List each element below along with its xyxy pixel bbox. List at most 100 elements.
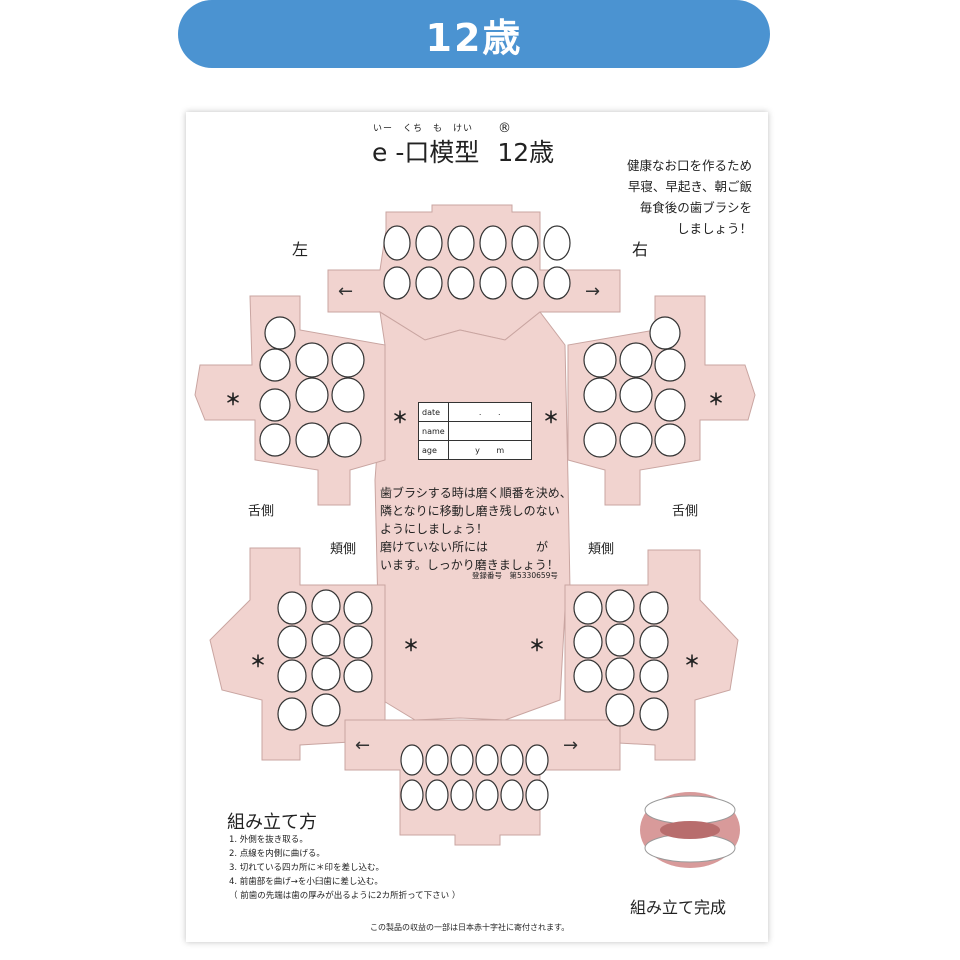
name-label: name bbox=[418, 421, 449, 441]
tooth-icon bbox=[654, 388, 686, 422]
tooth-icon bbox=[649, 316, 681, 350]
tooth-icon bbox=[525, 744, 549, 776]
tooth-icon bbox=[447, 266, 475, 300]
tooth-icon bbox=[475, 779, 499, 811]
tooth-icon bbox=[425, 744, 449, 776]
arrow-left-lower: ← bbox=[355, 735, 370, 756]
title-ruby: いー くち も けい bbox=[373, 124, 474, 134]
lingual-label-right: 舌側 bbox=[672, 504, 699, 519]
step: 4. 前歯部を曲げ→を小臼歯に差し込む。 bbox=[229, 877, 383, 887]
tooth-icon bbox=[479, 225, 507, 261]
date-field[interactable]: . . bbox=[447, 402, 532, 422]
title-age: 12歳 bbox=[497, 138, 555, 167]
tooth-icon bbox=[295, 422, 329, 458]
tooth-icon bbox=[264, 316, 296, 350]
tooth-icon bbox=[605, 589, 635, 623]
slogan-line: 毎食後の歯ブラシを bbox=[639, 200, 752, 215]
completed-label: 組み立て完成 bbox=[630, 898, 727, 917]
tooth-icon bbox=[583, 422, 617, 458]
tooth-icon bbox=[311, 623, 341, 657]
registered-mark: ® bbox=[498, 121, 511, 136]
age-field[interactable]: y m bbox=[447, 440, 532, 460]
tooth-icon bbox=[383, 225, 411, 261]
tooth-icon bbox=[331, 377, 365, 413]
registration-number: 登録番号 第5330659号 bbox=[472, 571, 558, 580]
tooth-icon bbox=[500, 744, 524, 776]
tooth-icon bbox=[583, 377, 617, 413]
left-label: 左 bbox=[292, 240, 309, 259]
star-mark: ＊ bbox=[684, 652, 701, 671]
star-mark: ＊ bbox=[225, 390, 242, 409]
tooth-icon bbox=[605, 657, 635, 691]
tooth-icon bbox=[400, 779, 424, 811]
message-line: 隣となりに移動し磨き残しのない bbox=[380, 504, 560, 518]
lingual-label-left: 舌側 bbox=[248, 504, 275, 519]
tooth-icon bbox=[277, 659, 307, 693]
tooth-icon bbox=[583, 342, 617, 378]
tooth-icon bbox=[343, 659, 373, 693]
tooth-icon bbox=[619, 342, 653, 378]
step: （ 前歯の先端は歯の厚みが出るように2カ所折って下さい ） bbox=[229, 891, 461, 901]
step: 1. 外側を抜き取る。 bbox=[229, 835, 308, 845]
tooth-icon bbox=[573, 659, 603, 693]
assembly-steps: 1. 外側を抜き取る。 2. 点線を内側に曲げる。 3. 切れている四カ所に＊印… bbox=[229, 833, 460, 903]
tooth-icon bbox=[619, 422, 653, 458]
tooth-icon bbox=[500, 779, 524, 811]
star-mark: ＊ bbox=[250, 652, 267, 671]
tooth-icon bbox=[311, 589, 341, 623]
tooth-icon bbox=[511, 225, 539, 261]
tooth-icon bbox=[259, 348, 291, 382]
slogan-line: 健康なお口を作るため bbox=[626, 158, 752, 173]
tooth-icon bbox=[479, 266, 507, 300]
date-label: date bbox=[418, 402, 449, 422]
tooth-icon bbox=[543, 225, 571, 261]
page-banner: 12歳 bbox=[178, 0, 770, 68]
tooth-icon bbox=[511, 266, 539, 300]
footer-note: この製品の収益の一部は日本赤十字社に寄付されます。 bbox=[370, 923, 570, 932]
tooth-icon bbox=[450, 744, 474, 776]
tooth-icon bbox=[415, 266, 443, 300]
tooth-icon bbox=[639, 659, 669, 693]
age-label: age bbox=[418, 440, 449, 460]
tooth-icon bbox=[605, 693, 635, 727]
tooth-icon bbox=[425, 779, 449, 811]
step: 2. 点線を内側に曲げる。 bbox=[229, 849, 325, 859]
star-mark: ＊ bbox=[403, 636, 420, 655]
star-mark: ＊ bbox=[392, 408, 409, 427]
tooth-icon bbox=[475, 744, 499, 776]
name-field[interactable] bbox=[447, 421, 532, 441]
tooth-icon bbox=[259, 423, 291, 457]
arrow-left-upper: ← bbox=[338, 281, 353, 302]
tooth-icon bbox=[415, 225, 443, 261]
sheet-title: e -口模型 12歳 bbox=[372, 133, 554, 169]
star-mark: ＊ bbox=[529, 636, 546, 655]
tooth-icon bbox=[383, 266, 411, 300]
tooth-icon bbox=[619, 377, 653, 413]
tooth-icon bbox=[343, 625, 373, 659]
tooth-icon bbox=[277, 591, 307, 625]
buccal-label-right: 頬側 bbox=[588, 542, 615, 557]
tooth-icon bbox=[573, 591, 603, 625]
brushing-message: 歯ブラシする時は磨く順番を決め、 隣となりに移動し磨き残しのない ようにしましょ… bbox=[380, 484, 572, 574]
tooth-icon bbox=[654, 348, 686, 382]
message-line: います。しっかり磨きましょう！ bbox=[380, 558, 559, 572]
tooth-icon bbox=[331, 342, 365, 378]
tooth-icon bbox=[654, 423, 686, 457]
message-line: 歯ブラシする時は磨く順番を決め、 bbox=[380, 486, 572, 500]
step: 3. 切れている四カ所に＊印を差し込む。 bbox=[229, 863, 385, 873]
tooth-icon bbox=[639, 697, 669, 731]
tooth-icon bbox=[328, 422, 362, 458]
slogan: 健康なお口を作るため 早寝、早起き、朝ご飯 毎食後の歯ブラシを しましょう！ bbox=[627, 155, 752, 239]
tooth-icon bbox=[525, 779, 549, 811]
star-mark: ＊ bbox=[708, 390, 725, 409]
banner-title: 12歳 bbox=[425, 15, 523, 60]
tooth-icon bbox=[639, 625, 669, 659]
tooth-icon bbox=[343, 591, 373, 625]
star-mark: ＊ bbox=[543, 408, 560, 427]
tooth-icon bbox=[573, 625, 603, 659]
title-text: e -口模型 bbox=[372, 138, 480, 167]
tooth-icon bbox=[295, 377, 329, 413]
tooth-icon bbox=[450, 779, 474, 811]
